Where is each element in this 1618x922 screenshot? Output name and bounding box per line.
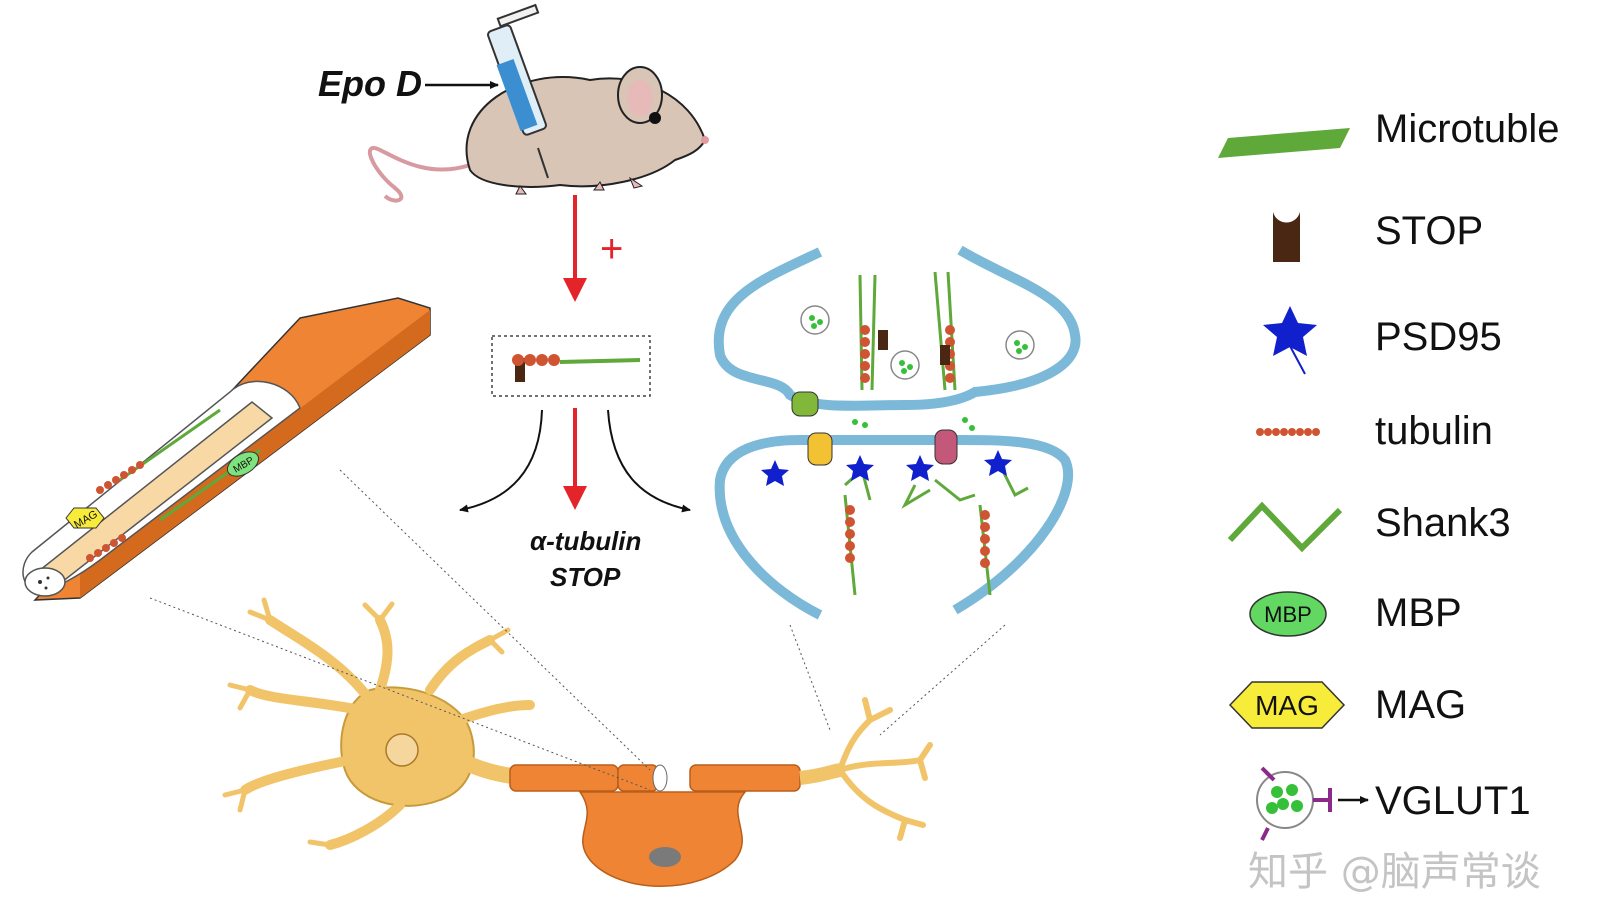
upregulation-arrow-bottom [563,408,587,510]
legend-label-vglut1: VGLUT1 [1375,779,1531,823]
legend-item-microtubule: Microtuble [1218,107,1560,158]
neuron-illustration [222,597,933,887]
oval-icon [1249,591,1327,637]
axon-myelin-inset [22,297,431,601]
legend-item-shank3: Shank3 [1227,501,1511,553]
legend-label-stop: STOP [1375,209,1483,253]
legend-label-microtubule: Microtuble [1375,107,1560,151]
legend-item-psd95: PSD95 [1263,306,1502,375]
legend-label-tubulin: tubulin [1375,409,1493,453]
legend-item-stop: STOP [1273,209,1483,262]
legend-item-mbp: MBP MBP [1249,591,1462,637]
syringe-illustration [487,3,549,179]
hexagon-icon [1228,681,1346,729]
legend-item-tubulin: tubulin [1256,409,1493,453]
legend-item-mag: MAG MAG [1228,681,1466,729]
legend-label-psd95: PSD95 [1375,315,1502,359]
legend-label-mbp: MBP [1375,591,1462,635]
plus-sign: + [600,227,623,271]
upregulated-label-line1: α-tubulin [530,526,641,556]
stop-protein-icon [1273,212,1300,262]
curved-arrow-left [459,409,543,513]
mbp-tag: MBP [226,451,260,477]
presynaptic-terminal [713,245,1081,411]
postsynaptic-terminal [714,435,1074,620]
curved-arrow-right [607,409,691,513]
legend-icon-text-mbp: MBP [1264,602,1312,627]
upregulated-label-line2: STOP [550,562,621,592]
legend-icon-text-mag: MAG [1255,690,1319,721]
legend: Microtuble STOP PSD95 tubulin Shank3 MBP… [1218,107,1560,841]
bead-chain-icon [1256,428,1320,436]
legend-item-vglut1: VGLUT1 [1256,766,1531,841]
watermark: 知乎 @脑声常谈 [1248,849,1541,895]
vesicle-icon [1256,766,1332,841]
star-icon [1263,306,1317,356]
upregulation-arrow-top [563,195,587,302]
synapse-inset [713,245,1081,620]
legend-label-mag: MAG [1375,683,1466,727]
zigzag-icon [1227,501,1343,553]
stabilized-microtubule-box [491,335,651,397]
drug-label: Epo D [318,63,422,104]
zoom-guide-lines [149,469,1006,791]
microtubule-icon [1218,128,1350,158]
legend-label-shank3: Shank3 [1375,501,1511,545]
mag-tag: MAG [65,507,105,531]
